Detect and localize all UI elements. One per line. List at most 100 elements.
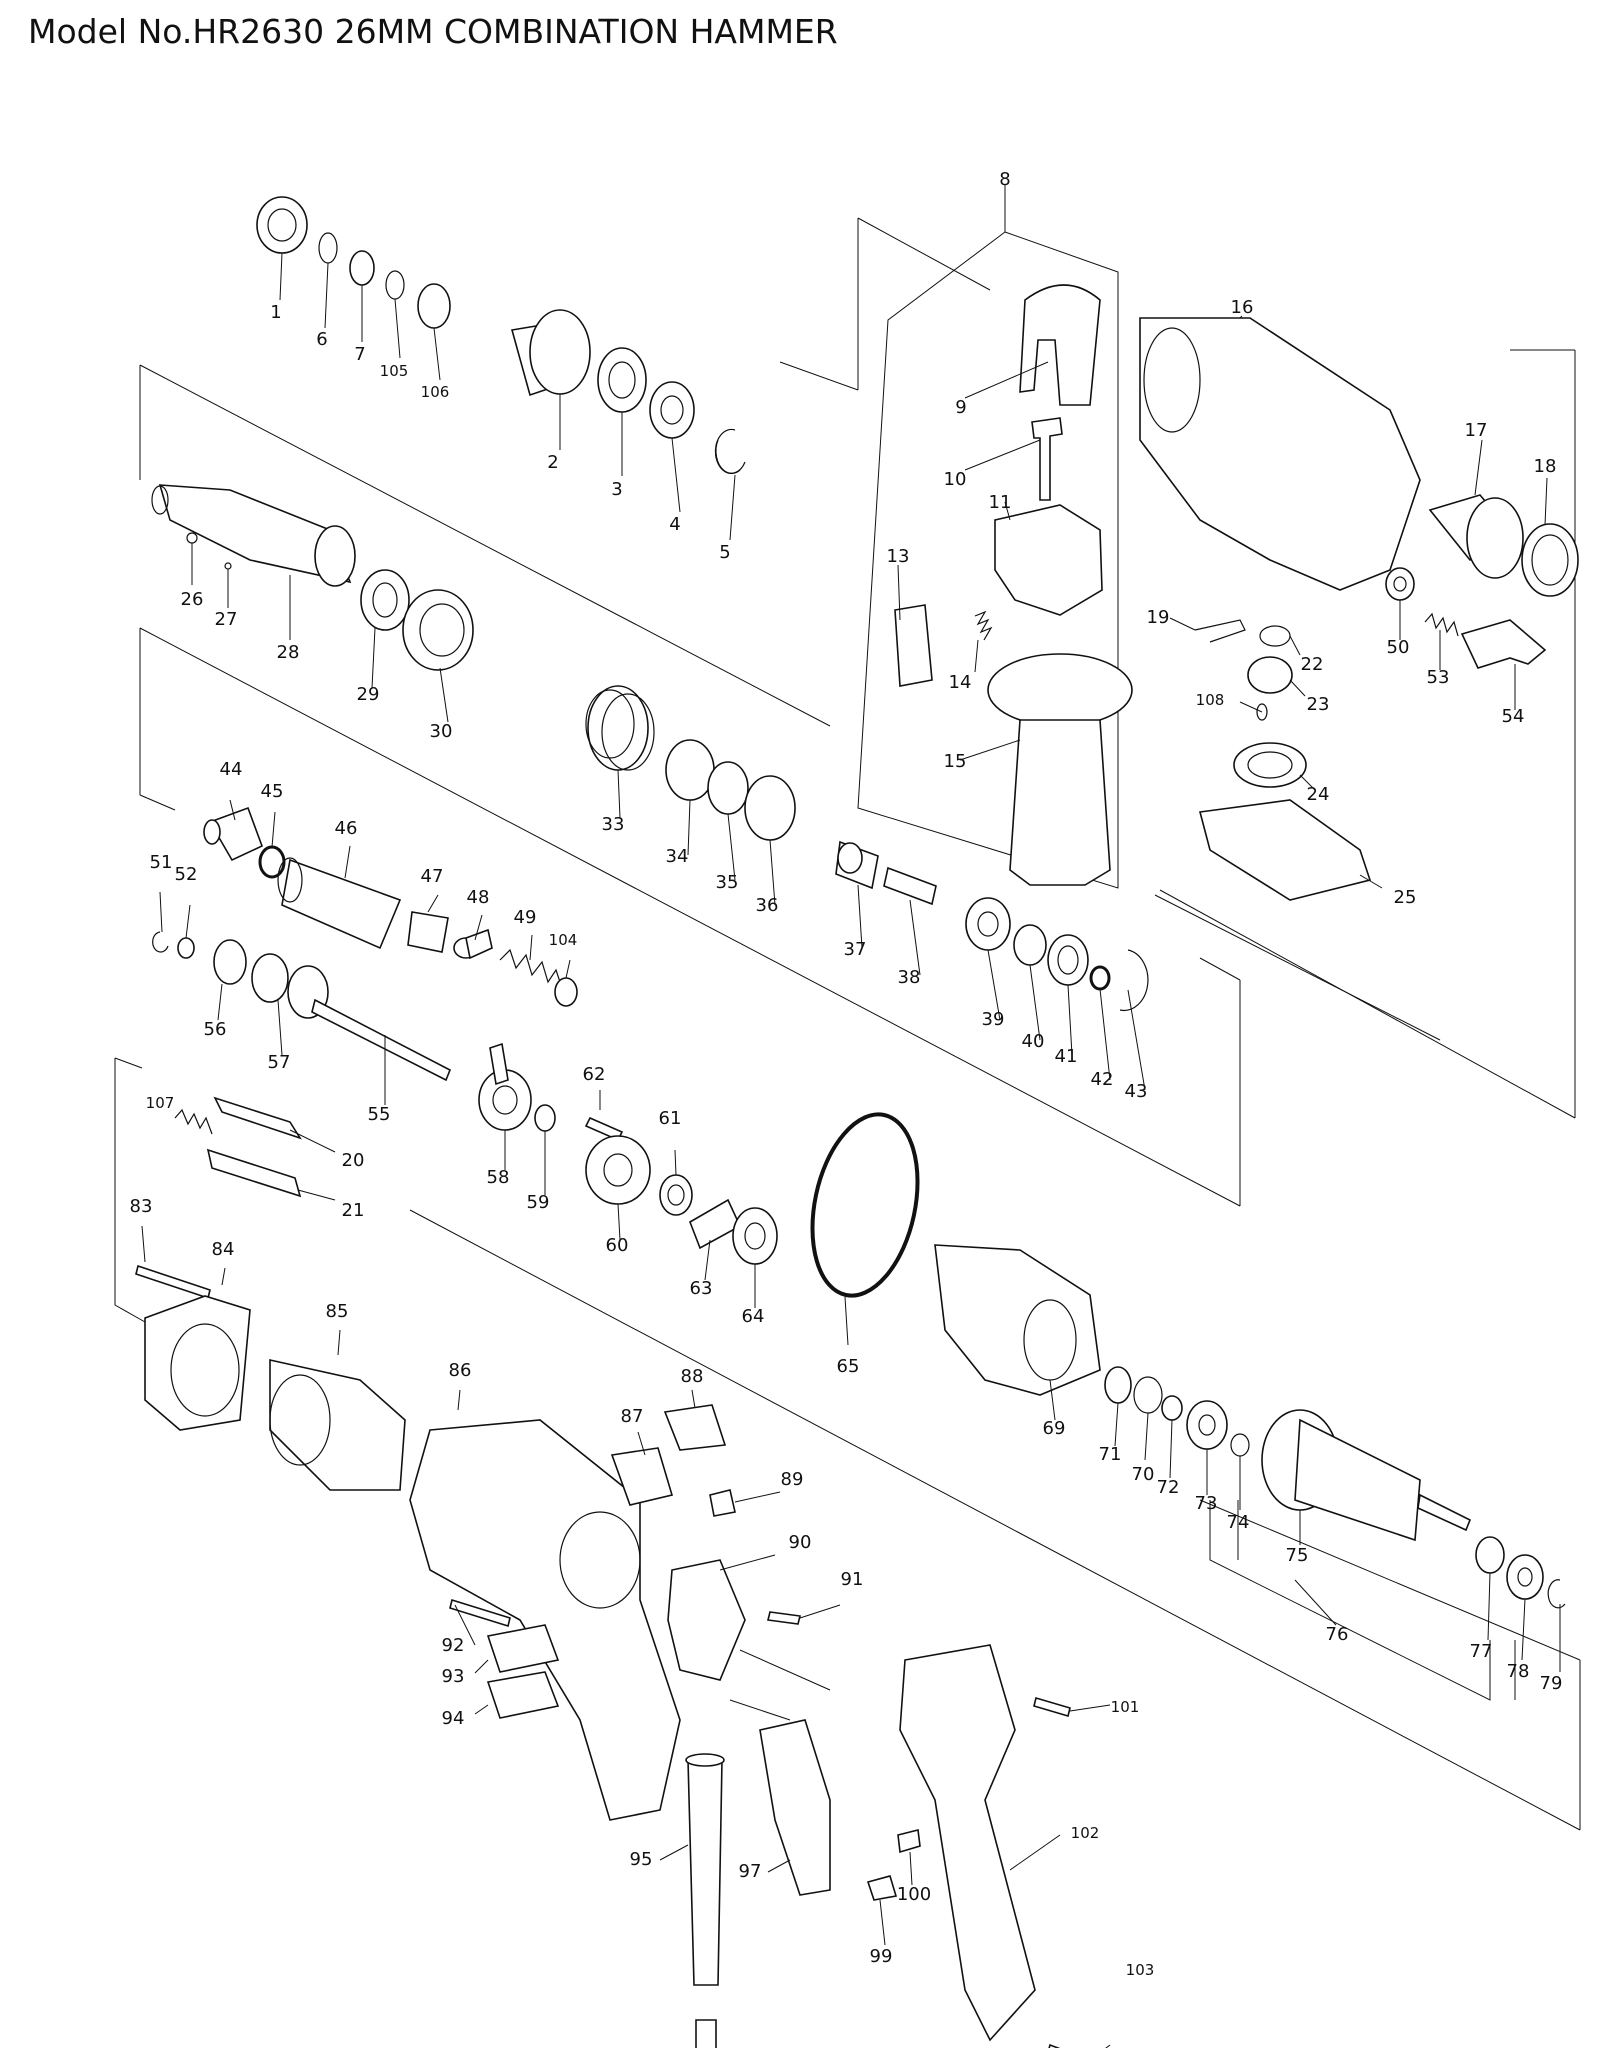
part-label: 101 bbox=[1111, 1698, 1140, 1716]
part-label: 87 bbox=[621, 1406, 644, 1427]
part-label: 37 bbox=[844, 939, 867, 960]
part-label: 40 bbox=[1022, 1031, 1045, 1052]
part-label: 65 bbox=[837, 1356, 860, 1377]
part-label: 107 bbox=[146, 1094, 175, 1112]
part-label: 94 bbox=[442, 1708, 465, 1729]
part-number-labels: 1 2 3 4 5 6 7 8 9 10 11 13 14 15 16 17 1… bbox=[130, 169, 1563, 1979]
part-label: 88 bbox=[681, 1366, 704, 1387]
part-label: 52 bbox=[175, 864, 198, 885]
assembly-outlines bbox=[114, 217, 1581, 1831]
part-label: 46 bbox=[335, 818, 358, 839]
part-label: 11 bbox=[989, 492, 1012, 513]
part-label: 74 bbox=[1227, 1512, 1250, 1533]
part-label: 63 bbox=[690, 1278, 713, 1299]
part-label: 21 bbox=[342, 1200, 365, 1221]
part-label: 33 bbox=[602, 814, 625, 835]
part-label: 51 bbox=[150, 852, 173, 873]
part-label: 4 bbox=[669, 514, 680, 535]
part-label: 85 bbox=[326, 1301, 349, 1322]
part-label: 54 bbox=[1502, 706, 1525, 727]
page-title: Model No.HR2630 26MM COMBINATION HAMMER bbox=[28, 12, 838, 51]
part-label: 17 bbox=[1465, 420, 1488, 441]
part-label: 90 bbox=[789, 1532, 812, 1553]
part-label: 22 bbox=[1301, 654, 1324, 675]
part-label: 1 bbox=[270, 302, 281, 323]
part-label: 47 bbox=[421, 866, 444, 887]
part-label: 59 bbox=[527, 1192, 550, 1213]
part-label: 45 bbox=[261, 781, 284, 802]
part-label: 20 bbox=[342, 1150, 365, 1171]
part-label: 93 bbox=[442, 1666, 465, 1687]
part-label: 28 bbox=[277, 642, 300, 663]
part-label: 57 bbox=[268, 1052, 291, 1073]
part-label: 35 bbox=[716, 872, 739, 893]
part-label: 104 bbox=[549, 931, 578, 949]
part-label: 27 bbox=[215, 609, 238, 630]
part-label: 10 bbox=[944, 469, 967, 490]
part-label: 95 bbox=[630, 1849, 653, 1870]
part-label: 16 bbox=[1231, 297, 1254, 318]
leader-lines bbox=[141, 185, 1561, 2048]
part-label: 56 bbox=[204, 1019, 227, 1040]
part-label: 36 bbox=[756, 895, 779, 916]
part-label: 92 bbox=[442, 1635, 465, 1656]
part-label: 105 bbox=[380, 362, 409, 380]
part-label: 39 bbox=[982, 1009, 1005, 1030]
part-label: 91 bbox=[841, 1569, 864, 1590]
part-label: 48 bbox=[467, 887, 490, 908]
part-label: 64 bbox=[742, 1306, 765, 1327]
part-label: 43 bbox=[1125, 1081, 1148, 1102]
part-label: 99 bbox=[870, 1946, 893, 1967]
part-label: 62 bbox=[583, 1064, 606, 1085]
part-label: 97 bbox=[739, 1861, 762, 1882]
part-label: 89 bbox=[781, 1469, 804, 1490]
part-label: 78 bbox=[1507, 1661, 1530, 1682]
part-label: 24 bbox=[1307, 784, 1330, 805]
part-label: 103 bbox=[1126, 1961, 1155, 1979]
part-label: 14 bbox=[949, 672, 972, 693]
part-label: 108 bbox=[1196, 691, 1225, 709]
part-label: 23 bbox=[1307, 694, 1330, 715]
part-label: 19 bbox=[1147, 607, 1170, 628]
part-label: 34 bbox=[666, 846, 689, 867]
part-label: 29 bbox=[357, 684, 380, 705]
part-label: 7 bbox=[354, 344, 365, 365]
part-label: 25 bbox=[1394, 887, 1417, 908]
part-label: 69 bbox=[1043, 1418, 1066, 1439]
part-label: 9 bbox=[955, 397, 966, 418]
part-label: 60 bbox=[606, 1235, 629, 1256]
part-label: 18 bbox=[1534, 456, 1557, 477]
part-label: 15 bbox=[944, 751, 967, 772]
part-label: 106 bbox=[421, 383, 450, 401]
part-label: 102 bbox=[1071, 1824, 1100, 1842]
part-label: 38 bbox=[898, 967, 921, 988]
part-label: 6 bbox=[316, 329, 327, 350]
part-label: 75 bbox=[1286, 1545, 1309, 1566]
part-label: 86 bbox=[449, 1360, 472, 1381]
part-label: 58 bbox=[487, 1167, 510, 1188]
part-label: 73 bbox=[1195, 1493, 1218, 1514]
part-label: 72 bbox=[1157, 1477, 1180, 1498]
part-label: 41 bbox=[1055, 1046, 1078, 1067]
part-label: 84 bbox=[212, 1239, 235, 1260]
part-label: 13 bbox=[887, 546, 910, 567]
part-label: 3 bbox=[611, 479, 622, 500]
part-label: 61 bbox=[659, 1108, 682, 1129]
part-drawings bbox=[135, 196, 1579, 2048]
part-label: 55 bbox=[368, 1104, 391, 1125]
part-label: 44 bbox=[220, 759, 243, 780]
part-label: 30 bbox=[430, 721, 453, 742]
part-label: 42 bbox=[1091, 1069, 1114, 1090]
part-label: 83 bbox=[130, 1196, 153, 1217]
part-label: 70 bbox=[1132, 1464, 1155, 1485]
part-label: 100 bbox=[897, 1884, 931, 1905]
part-label: 77 bbox=[1470, 1641, 1493, 1662]
part-label: 49 bbox=[514, 907, 537, 928]
part-label: 79 bbox=[1540, 1673, 1563, 1694]
part-label: 8 bbox=[999, 169, 1010, 190]
part-label: 5 bbox=[719, 542, 730, 563]
part-label: 26 bbox=[181, 589, 204, 610]
part-label: 53 bbox=[1427, 667, 1450, 688]
part-label: 76 bbox=[1326, 1624, 1349, 1645]
